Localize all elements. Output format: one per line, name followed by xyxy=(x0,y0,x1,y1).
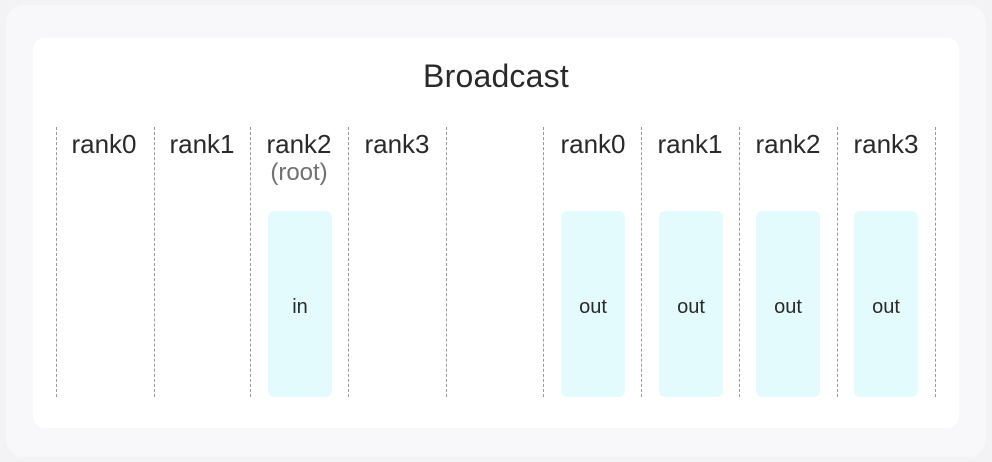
divider-line xyxy=(56,127,57,397)
divider-line xyxy=(446,127,447,397)
divider-line xyxy=(250,127,251,397)
before-rank-label-1: rank1 xyxy=(169,129,235,159)
divider-line xyxy=(935,127,936,397)
divider-line xyxy=(348,127,349,397)
output-buffer-label: out xyxy=(579,296,607,318)
output-buffer xyxy=(854,211,918,397)
divider-line xyxy=(641,127,642,397)
diagram-panel xyxy=(33,38,959,428)
divider-line xyxy=(837,127,838,397)
output-buffer-label: out xyxy=(774,296,802,318)
after-rank-label-2: rank2 xyxy=(755,129,821,159)
divider-line xyxy=(543,127,544,397)
input-buffer xyxy=(268,211,332,397)
output-buffer xyxy=(756,211,820,397)
after-rank-label-3: rank3 xyxy=(853,129,919,159)
divider-line xyxy=(154,127,155,397)
after-rank-label-1: rank1 xyxy=(657,129,723,159)
output-buffer xyxy=(561,211,625,397)
divider-line xyxy=(739,127,740,397)
before-rank-label-0: rank0 xyxy=(71,129,137,159)
input-buffer-label: in xyxy=(292,296,308,318)
diagram-title: Broadcast xyxy=(423,58,569,94)
output-buffer xyxy=(659,211,723,397)
after-rank-label-0: rank0 xyxy=(560,129,626,159)
root-note: (root) xyxy=(270,159,328,186)
before-rank-label-3: rank3 xyxy=(364,129,430,159)
before-rank-label-2: rank2 xyxy=(266,129,332,159)
output-buffer-label: out xyxy=(677,296,705,318)
output-buffer-label: out xyxy=(872,296,900,318)
